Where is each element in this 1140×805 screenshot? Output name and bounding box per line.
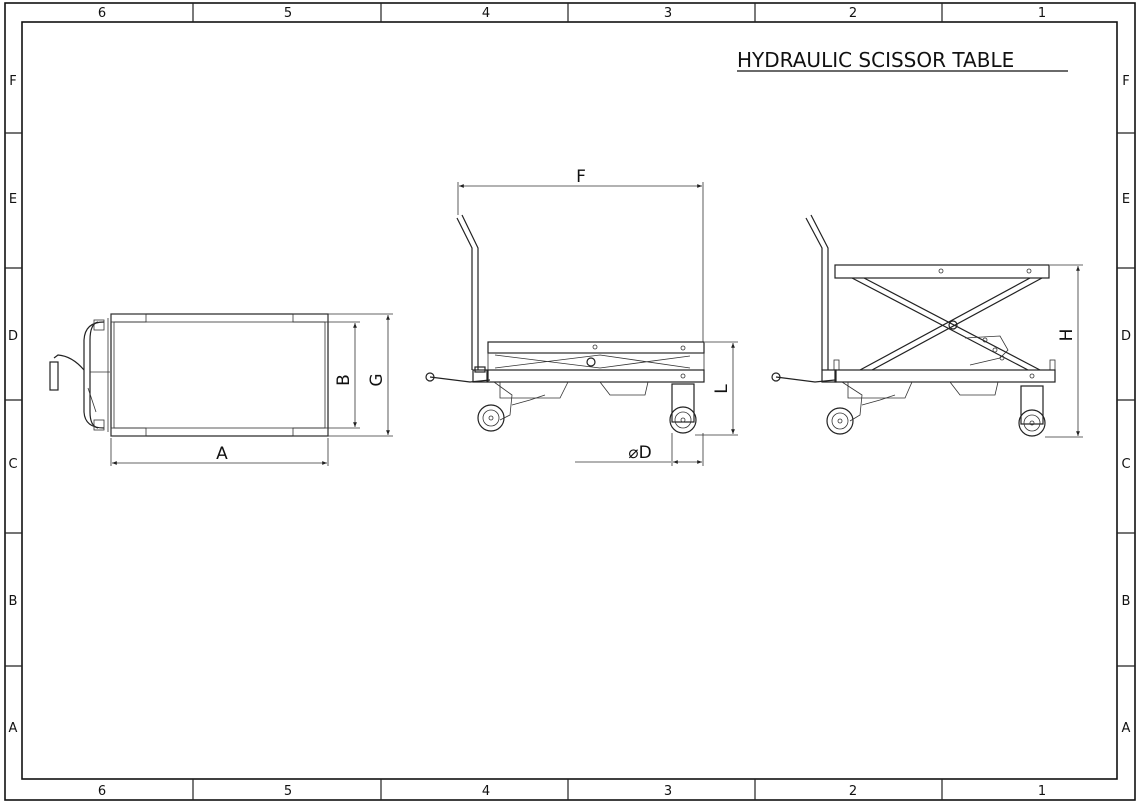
row-label-left: F: [9, 74, 16, 89]
column-label-top: 3: [664, 6, 672, 21]
row-label-left: A: [9, 721, 18, 736]
column-label-bottom: 3: [664, 784, 672, 799]
dimension-label-l: L: [712, 384, 732, 394]
row-label-left: B: [9, 594, 18, 609]
column-label-top: 2: [849, 6, 857, 21]
column-label-top: 1: [1038, 6, 1046, 21]
row-label-left: E: [9, 192, 17, 207]
column-label-bottom: 1: [1038, 784, 1046, 799]
dimension-g: G: [328, 313, 393, 437]
column-label-bottom: 4: [482, 784, 490, 799]
dimension-label-f: F: [576, 167, 586, 187]
column-label-top: 6: [98, 6, 106, 21]
row-label-left: D: [8, 329, 18, 344]
row-label-right: B: [1122, 594, 1131, 609]
dimension-f: F: [457, 167, 704, 342]
dimension-l: L: [695, 341, 738, 436]
column-label-bottom: 5: [284, 784, 292, 799]
drawing-title: HYDRAULIC SCISSOR TABLE: [737, 48, 1014, 72]
column-label-bottom: 6: [98, 784, 106, 799]
dimension-a: A: [110, 438, 329, 466]
dimension-b: B: [328, 321, 360, 429]
side-view-lowered: [425, 214, 705, 434]
dimension-h: H: [1045, 264, 1083, 438]
top-view: [49, 313, 329, 437]
column-label-top: 5: [284, 6, 292, 21]
row-label-right: D: [1121, 329, 1131, 344]
row-label-right: C: [1121, 457, 1130, 472]
row-label-right: E: [1122, 192, 1130, 207]
row-label-left: C: [8, 457, 17, 472]
side-view-raised: [771, 214, 1056, 437]
row-label-right: F: [1122, 74, 1129, 89]
dimension-label-a: A: [216, 444, 228, 464]
dimension-label-g: G: [367, 373, 387, 386]
column-label-top: 4: [482, 6, 490, 21]
dimension-label-d: ⌀D: [628, 443, 651, 463]
sheet-border: 6 5 4 3 2 1 6 5 4 3 2 1 F E D C B A F E …: [4, 2, 1136, 801]
dimension-label-b: B: [334, 374, 354, 386]
dimension-label-h: H: [1057, 329, 1077, 342]
column-label-bottom: 2: [849, 784, 857, 799]
row-label-right: A: [1122, 721, 1131, 736]
dimension-d: ⌀D: [575, 433, 704, 466]
